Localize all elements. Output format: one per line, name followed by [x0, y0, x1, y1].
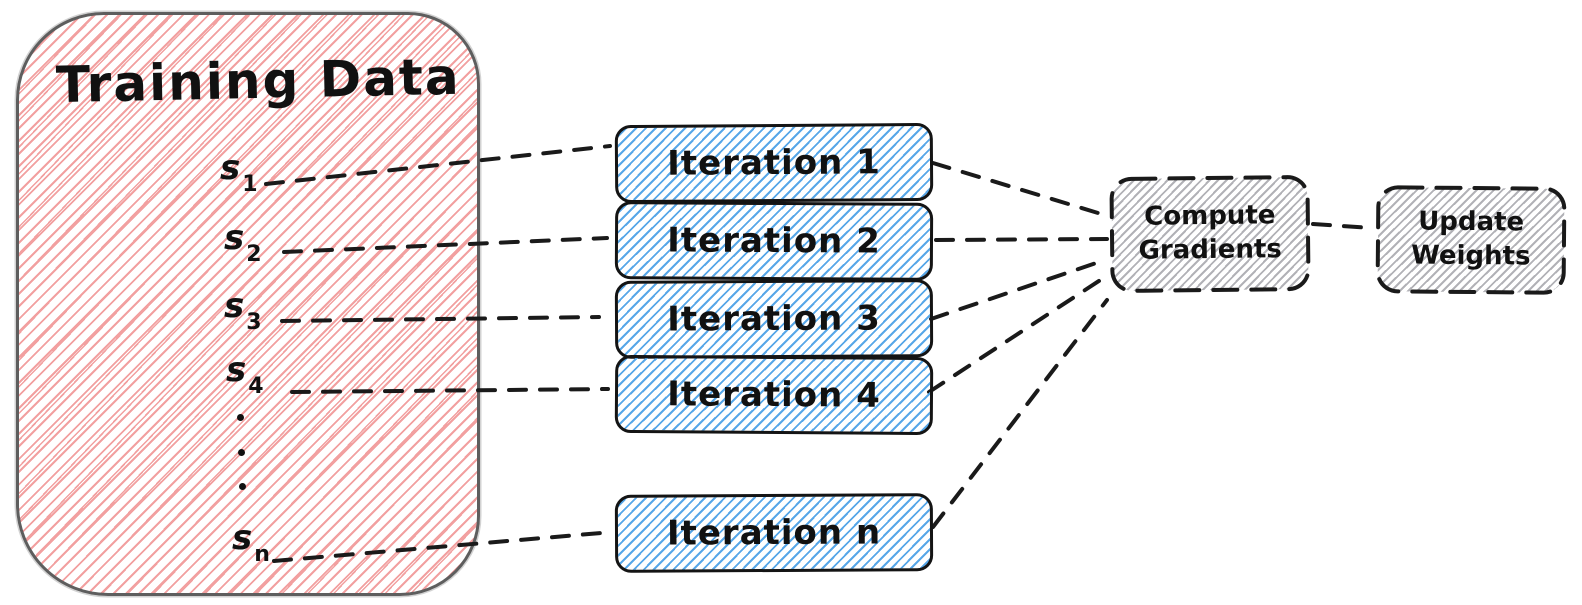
ellipsis-dot	[238, 449, 245, 456]
sample-base: s	[226, 350, 247, 390]
iteration-1-box: Iteration 1	[614, 122, 934, 204]
sample-label-s3: s3	[224, 286, 262, 335]
connector-iteration1-compute	[931, 161, 1110, 218]
sample-base: s	[224, 218, 245, 258]
iteration-n-box: Iteration n	[614, 493, 934, 573]
iteration-3-box: Iteration 3	[614, 279, 934, 359]
iteration-3-label: Iteration 3	[667, 298, 881, 340]
iteration-1-label: Iteration 1	[667, 142, 881, 184]
sample-base: s	[232, 518, 253, 558]
connector-iteration3-compute	[929, 259, 1104, 321]
connector-iteration4-compute	[927, 275, 1107, 394]
training-data-box	[16, 12, 480, 596]
sample-subscript: 2	[246, 242, 262, 267]
connector-iteration2-compute	[934, 237, 1109, 242]
training-data-title: Training Data	[55, 47, 462, 115]
iteration-2-box: Iteration 2	[614, 201, 934, 281]
connector-compute-update	[1311, 222, 1373, 230]
sample-label-s2: s2	[224, 218, 262, 267]
sample-subscript: 1	[242, 172, 258, 197]
ellipsis-dot	[237, 414, 244, 421]
compute-gradients-box: Compute Gradients	[1109, 175, 1311, 293]
compute-gradients-label-line1: Compute	[1144, 200, 1276, 232]
sample-label-s4: s4	[226, 350, 264, 399]
compute-gradients-label-line2: Gradients	[1138, 234, 1282, 266]
sample-subscript: n	[254, 542, 270, 567]
sample-base: s	[224, 286, 245, 326]
sample-label-s1: s1	[220, 148, 258, 197]
update-weights-label-line1: Update	[1418, 206, 1525, 238]
ellipsis-dot	[239, 483, 246, 490]
iteration-4-label: Iteration 4	[667, 374, 881, 416]
sample-label-sn: sn	[232, 518, 270, 567]
update-weights-label-line2: Weights	[1411, 240, 1531, 272]
sample-subscript: 3	[246, 310, 262, 335]
iteration-4-box: Iteration 4	[614, 354, 934, 436]
connector-iterationn-compute	[931, 298, 1109, 529]
iteration-n-label: Iteration n	[666, 512, 882, 554]
sample-subscript: 4	[248, 374, 264, 399]
update-weights-box: Update Weights	[1375, 185, 1567, 295]
iteration-2-label: Iteration 2	[667, 220, 881, 262]
sample-base: s	[220, 148, 241, 188]
